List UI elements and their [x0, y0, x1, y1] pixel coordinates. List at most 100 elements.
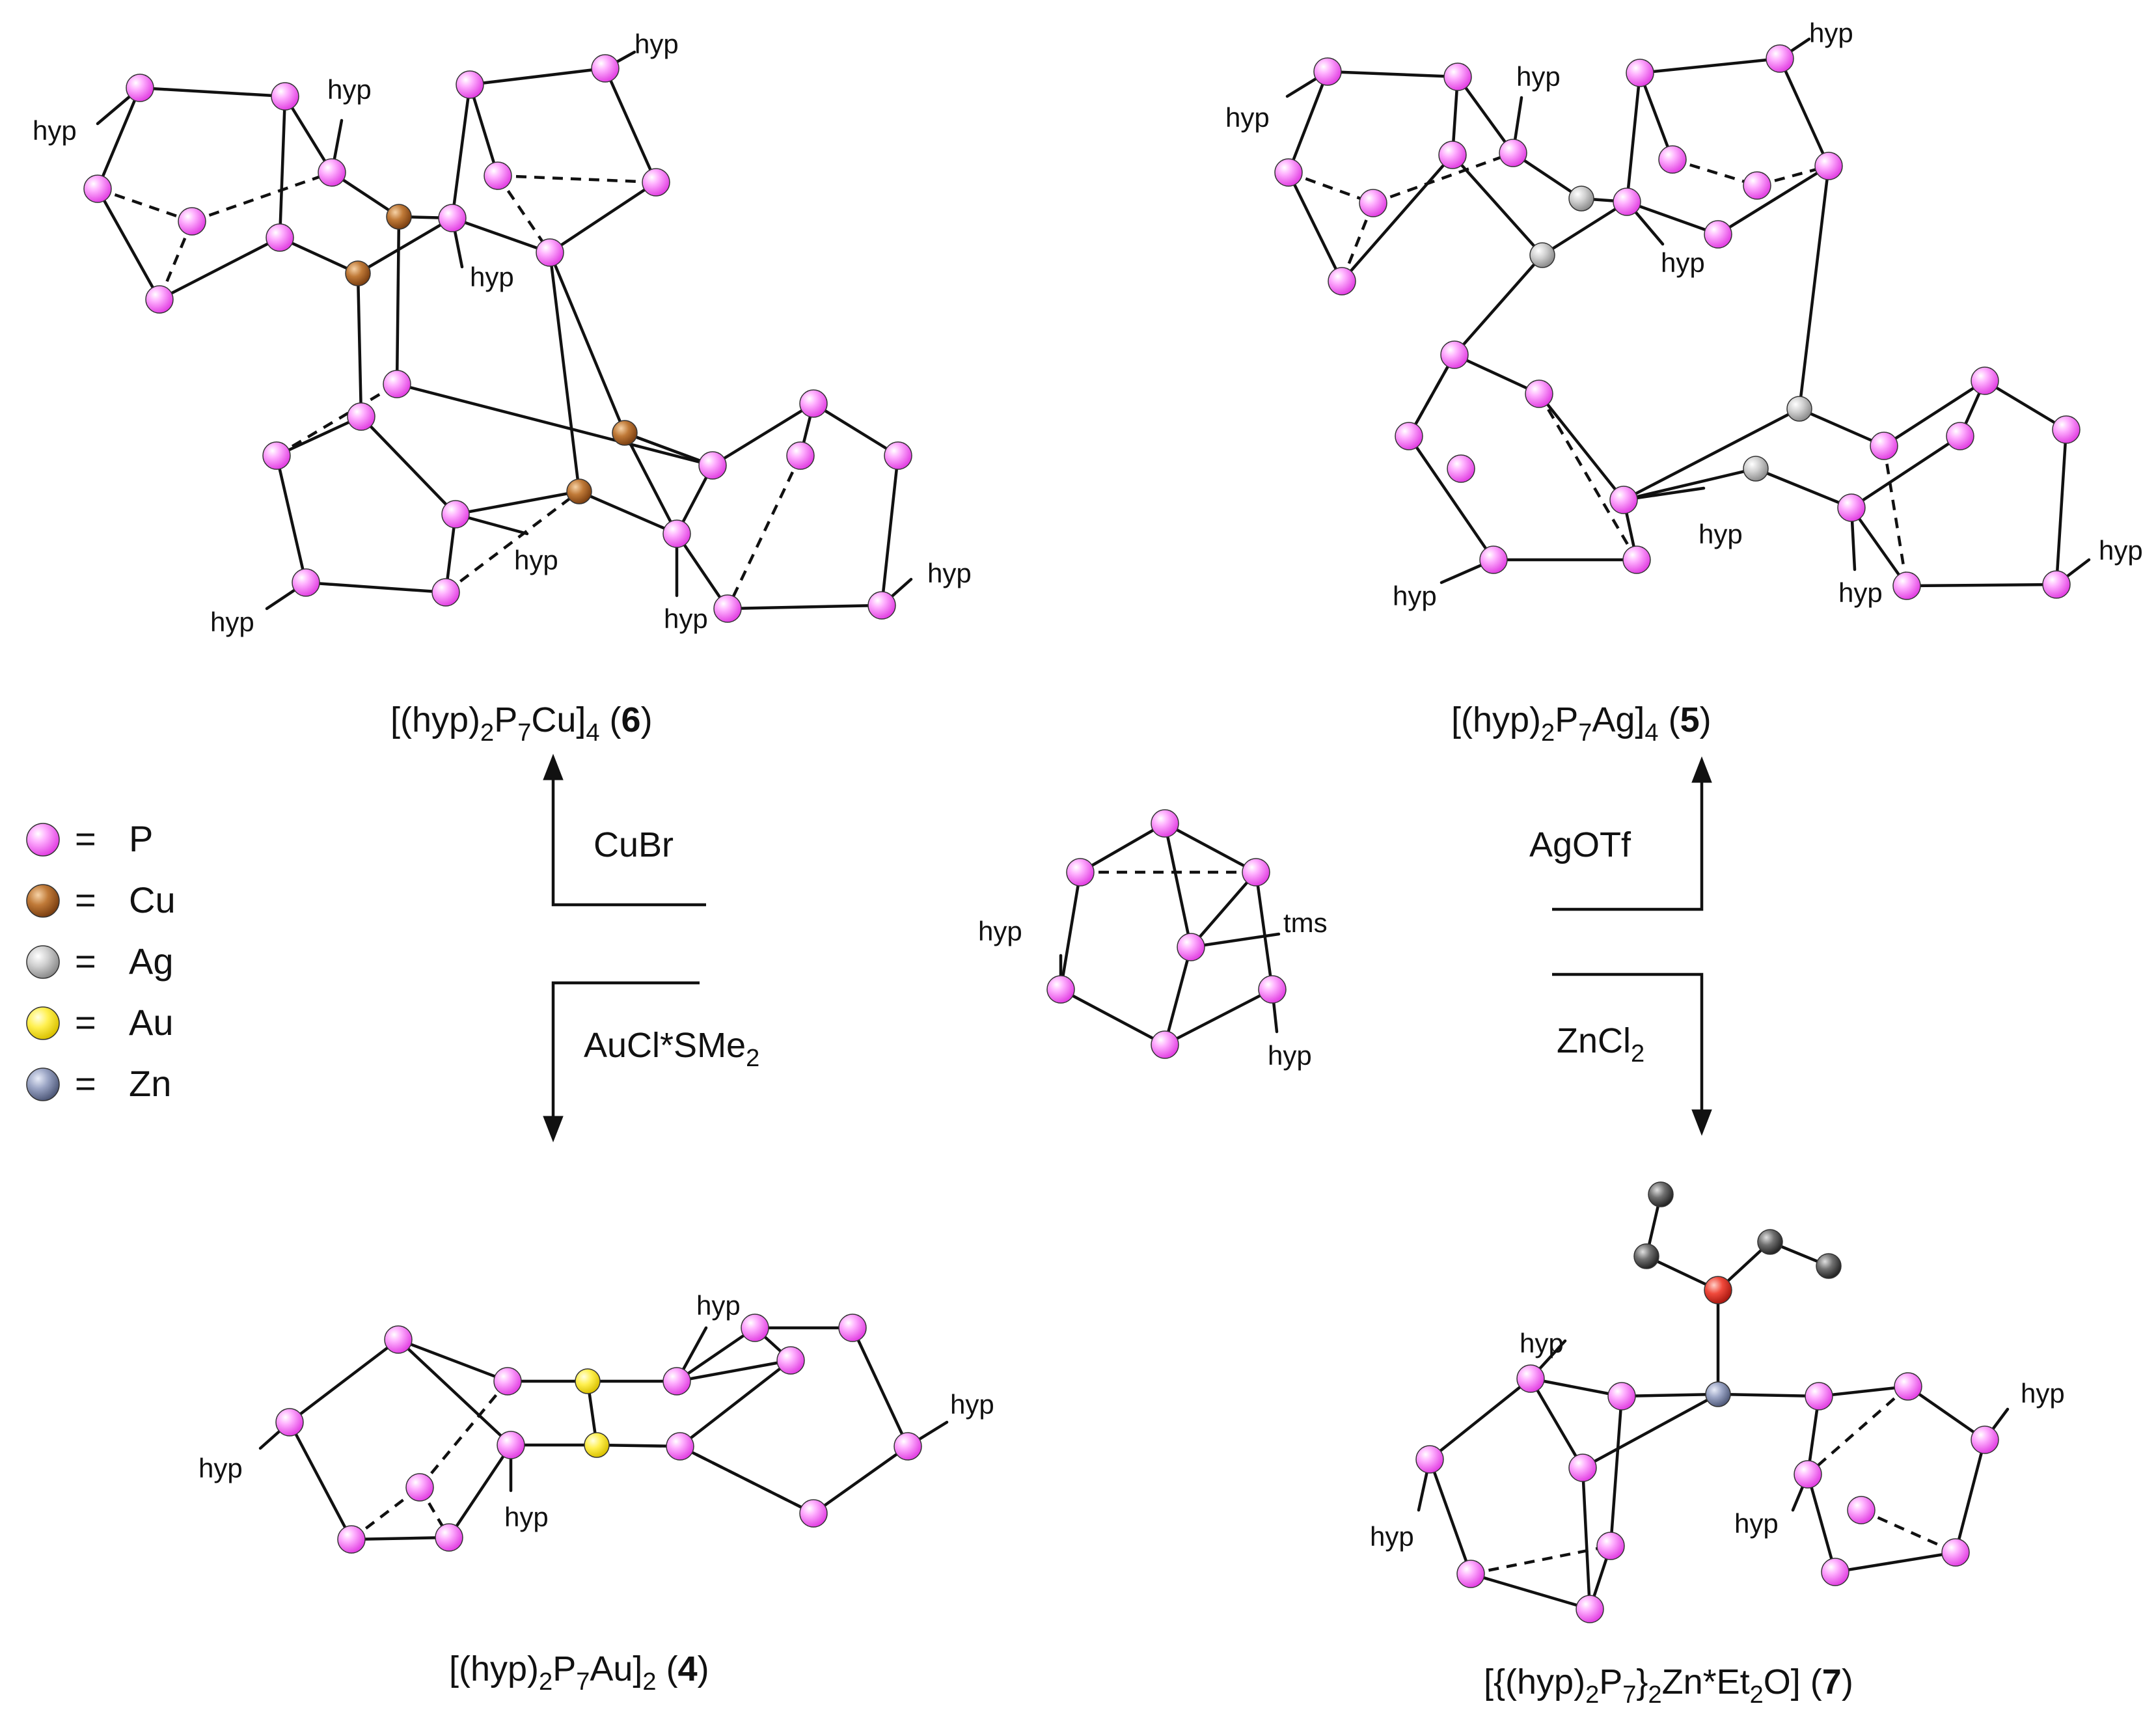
bond: [1622, 407, 1801, 502]
au-atom: [575, 1368, 601, 1394]
p-atom: [292, 568, 320, 597]
bond: [278, 236, 360, 275]
compound-label-ag: [(hyp)2P7Ag]4 (5): [1451, 700, 1712, 747]
p-atom: [1456, 1560, 1485, 1588]
bond: [1716, 1392, 1821, 1398]
dashed-bond: [157, 221, 194, 300]
hyp-label: hyp: [635, 29, 679, 59]
hyp-label: hyp: [210, 607, 254, 637]
hyp-label: hyp: [470, 262, 514, 292]
bond: [1638, 71, 1674, 161]
bond: [675, 532, 730, 611]
bond: [349, 1535, 451, 1541]
ag-legend-swatch: [26, 945, 60, 979]
hyp-label: hyp: [1516, 61, 1561, 92]
bond: [1620, 1392, 1720, 1398]
au-atom: [584, 1432, 610, 1458]
p-atom: [493, 1367, 522, 1396]
bond: [275, 454, 308, 585]
dashed-bond: [191, 171, 333, 223]
bond: [1797, 407, 1886, 448]
legend-element-zn: Zn: [129, 1063, 171, 1104]
tms-label: tms: [1283, 907, 1328, 938]
au-legend-swatch: [26, 1006, 60, 1040]
bond: [1529, 1377, 1624, 1398]
bond: [1340, 153, 1454, 283]
bond: [1059, 870, 1082, 991]
dashed-bond: [1470, 1544, 1611, 1576]
p-atom: [1766, 44, 1794, 73]
bond: [278, 94, 287, 240]
p-atom: [1066, 858, 1095, 887]
p-atom: [1447, 454, 1475, 483]
hyp-label: hyp: [1520, 1328, 1564, 1358]
dashed-bond: [1288, 171, 1374, 205]
hyp-label: hyp: [950, 1389, 994, 1420]
legend-equals: =: [75, 879, 96, 920]
bond: [1882, 379, 1987, 448]
compound-label-cu: [(hyp)2P7Cu]4 (6): [390, 700, 653, 747]
arrow-to-au: [543, 981, 700, 1142]
dashed-bond: [679, 1444, 815, 1515]
bond: [96, 86, 142, 191]
ag-atom: [1786, 396, 1812, 422]
bond: [1254, 870, 1274, 991]
reagent-cubr: CuBr: [594, 825, 674, 864]
bond: [675, 1358, 793, 1383]
p-atom: [484, 161, 512, 190]
p-atom: [662, 519, 691, 548]
dashed-bond: [1807, 1385, 1909, 1476]
bond: [1078, 821, 1167, 874]
legend-equals: =: [75, 1002, 96, 1043]
bond: [395, 382, 715, 467]
bond: [1849, 434, 1962, 510]
bond: [359, 415, 457, 516]
p-atom: [1274, 158, 1303, 187]
dashed-bond: [350, 1486, 421, 1541]
p-atom: [441, 500, 470, 529]
p-atom: [1613, 187, 1641, 216]
p-atom: [698, 451, 727, 480]
p-atom: [2052, 415, 2081, 444]
dashed-bond: [726, 455, 802, 609]
hyp-label: hyp: [1734, 1508, 1779, 1539]
reagent-aucl-sme2: AuCl*SMe2: [584, 1026, 759, 1072]
p-atom: [1941, 1538, 1970, 1567]
bond: [454, 489, 581, 516]
p-atom: [126, 74, 154, 102]
bond: [1797, 164, 1831, 411]
p-atom: [1821, 1558, 1849, 1586]
reagent-agotf: AgOTf: [1529, 825, 1631, 864]
p-atom: [1814, 152, 1843, 180]
bond: [2054, 428, 2068, 586]
p-atom: [786, 441, 815, 470]
p-atom: [275, 1408, 304, 1437]
legend-equals: =: [75, 941, 96, 982]
p-atom: [271, 82, 299, 111]
p-atom: [83, 174, 112, 203]
bond: [711, 402, 815, 467]
bond: [1453, 353, 1541, 396]
carbon-atom: [1633, 1243, 1659, 1269]
bond: [1529, 1377, 1585, 1470]
legend-equals: =: [75, 818, 96, 859]
p-atom: [1438, 141, 1467, 169]
p-atom: [799, 389, 828, 418]
hyp-label: hyp: [664, 603, 708, 634]
bond: [1453, 253, 1544, 357]
bond: [678, 1358, 793, 1448]
legend-element-ag: Ag: [129, 941, 174, 982]
bond: [1622, 467, 1758, 502]
hyp-label: hyp: [1809, 18, 1853, 48]
hyp-label: hyp: [2021, 1378, 2065, 1409]
compound-label-au: [(hyp)2P7Au]2 (4): [449, 1649, 709, 1696]
p-atom: [1395, 422, 1423, 450]
ag-atom: [1529, 242, 1555, 268]
p-atom: [1658, 145, 1687, 174]
bond: [1806, 1472, 1837, 1574]
arrow-to-zn: [1552, 972, 1712, 1136]
p-atom: [776, 1346, 805, 1375]
dashed-bond: [97, 187, 193, 223]
